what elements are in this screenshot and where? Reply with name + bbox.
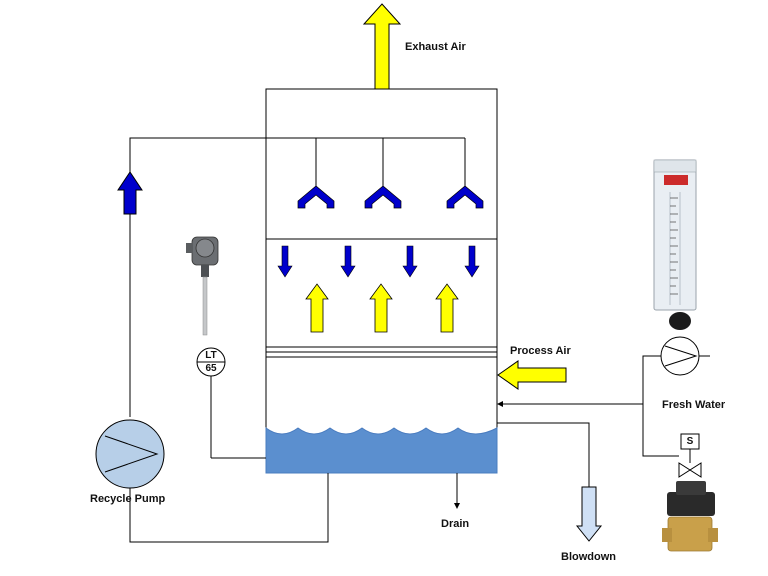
fresh-water-arrowhead (497, 401, 503, 407)
spray-nozzle-1 (297, 185, 335, 209)
blowdown-arrow (575, 486, 603, 542)
recycle-pump-icon (95, 419, 165, 489)
water-down-arrow-4 (464, 245, 480, 278)
rotameter-device (653, 159, 697, 330)
level-transmitter-device (186, 236, 219, 336)
solenoid-valve-device (662, 481, 718, 552)
fresh-water-pump-icon (660, 336, 700, 376)
lt-tag-top: LT (205, 350, 217, 361)
air-up-arrow-2 (369, 283, 393, 333)
air-up-arrow-3 (435, 283, 459, 333)
spray-nozzle-3 (446, 185, 484, 209)
solenoid-valve-left (678, 462, 691, 478)
recycle-header-pipe (129, 137, 465, 417)
fresh-water-label: Fresh Water (662, 399, 726, 411)
solenoid-bypass-line (642, 404, 679, 457)
fresh-water-line (500, 355, 661, 405)
recycle-flow-arrow (117, 171, 143, 215)
water-down-arrow-1 (277, 245, 293, 278)
air-up-arrow-1 (305, 283, 329, 333)
fresh-water-pump-triangle (664, 345, 698, 367)
solenoid-label: S (686, 436, 694, 447)
process-air-arrow (497, 360, 567, 390)
lt-tag-bottom: 65 (205, 363, 217, 374)
water-down-arrow-3 (402, 245, 418, 278)
blowdown-pipe (497, 422, 590, 487)
tower-vessel (265, 88, 498, 474)
exhaust-air-label: Exhaust Air (405, 41, 466, 53)
spray-nozzle-2 (364, 185, 402, 209)
exhaust-air-arrow (362, 3, 402, 90)
blowdown-label: Blowdown (561, 551, 616, 563)
process-air-label: Process Air (510, 345, 571, 357)
drain-arrowhead (454, 503, 460, 509)
solenoid-valve-right (689, 462, 702, 478)
water-down-arrow-2 (340, 245, 356, 278)
recycle-pump-label: Recycle Pump (90, 493, 166, 505)
pump-suction-pipe (129, 473, 329, 543)
water-basin (265, 427, 498, 474)
drain-label: Drain (441, 518, 470, 530)
solenoid-box (680, 433, 700, 450)
recycle-pump-triangle (104, 435, 159, 473)
